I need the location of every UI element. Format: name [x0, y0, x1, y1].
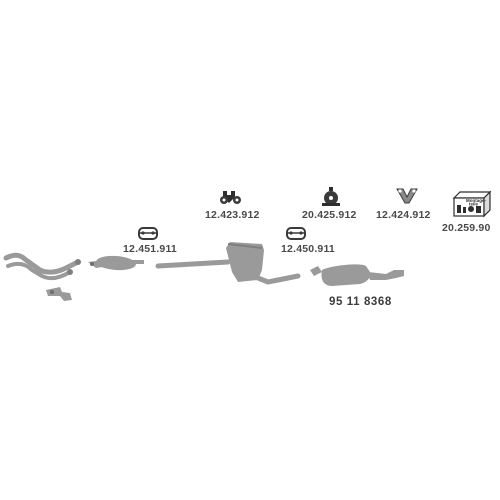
- part-label-mounting-kit: 20.259.90: [442, 222, 491, 234]
- rubber-hanger-icon: [220, 191, 241, 204]
- small-elbow-part: [46, 287, 72, 301]
- pipe-clamp-icon: [138, 227, 158, 240]
- part-label-rear-silencer: 95 11 8368: [329, 296, 392, 308]
- part-label-center-clamp: 12.450.911: [281, 243, 335, 255]
- rear-silencer: [310, 264, 404, 286]
- mounting-kit-box-icon: Montage- teile: [452, 190, 492, 218]
- kit-box-text-line2: teile: [469, 202, 479, 207]
- rubber-hanger-icon: [322, 187, 340, 206]
- part-label-hanger-c: 12.424.912: [376, 209, 431, 221]
- front-downpipe: [3, 252, 81, 281]
- center-pipe-with-middle-silencer: [155, 242, 301, 285]
- pipe-clamp-icon: [286, 227, 306, 240]
- v-hanger-icon: [396, 188, 418, 204]
- part-label-hanger-b: 20.425.912: [302, 209, 357, 221]
- part-label-hanger-a: 12.423.912: [205, 209, 260, 221]
- catalytic-converter: [88, 255, 144, 271]
- kit-box-text-line1: Montage-: [466, 198, 486, 203]
- part-label-front-clamp: 12.451.911: [123, 243, 177, 255]
